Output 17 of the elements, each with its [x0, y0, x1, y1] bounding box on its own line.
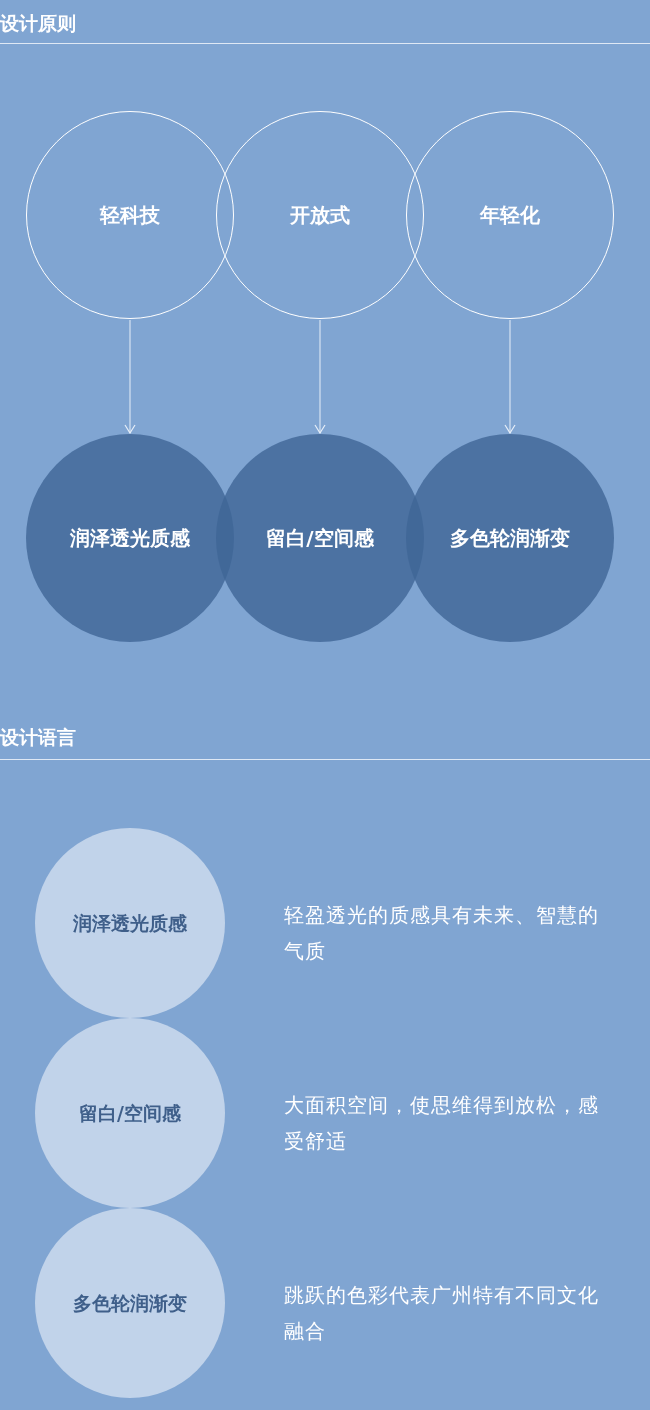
circle-label: 留白/空间感 — [79, 1100, 181, 1126]
section-heading: 设计语言 — [0, 728, 76, 747]
arrow — [504, 319, 516, 434]
arrow — [314, 319, 326, 434]
description-text: 轻盈透光的质感具有未来、智慧的气质 — [284, 902, 600, 965]
circle-label: 多色轮润渐变 — [73, 1290, 187, 1316]
circle-label: 润泽透光质感 — [73, 910, 187, 936]
circle-label: 润泽透光质感 — [70, 525, 190, 552]
circle-label: 开放式 — [290, 202, 350, 229]
section-heading: 设计原则 — [0, 14, 76, 33]
description-text: 大面积空间，使思维得到放松，感受舒适 — [284, 1092, 600, 1155]
description-text: 跳跃的色彩代表广州特有不同文化融合 — [284, 1282, 600, 1345]
circle-label: 留白/空间感 — [266, 525, 374, 552]
circle-label: 多色轮润渐变 — [450, 525, 570, 552]
circle-label: 年轻化 — [480, 202, 540, 229]
circle-label: 轻科技 — [100, 202, 160, 229]
arrow — [124, 319, 136, 434]
